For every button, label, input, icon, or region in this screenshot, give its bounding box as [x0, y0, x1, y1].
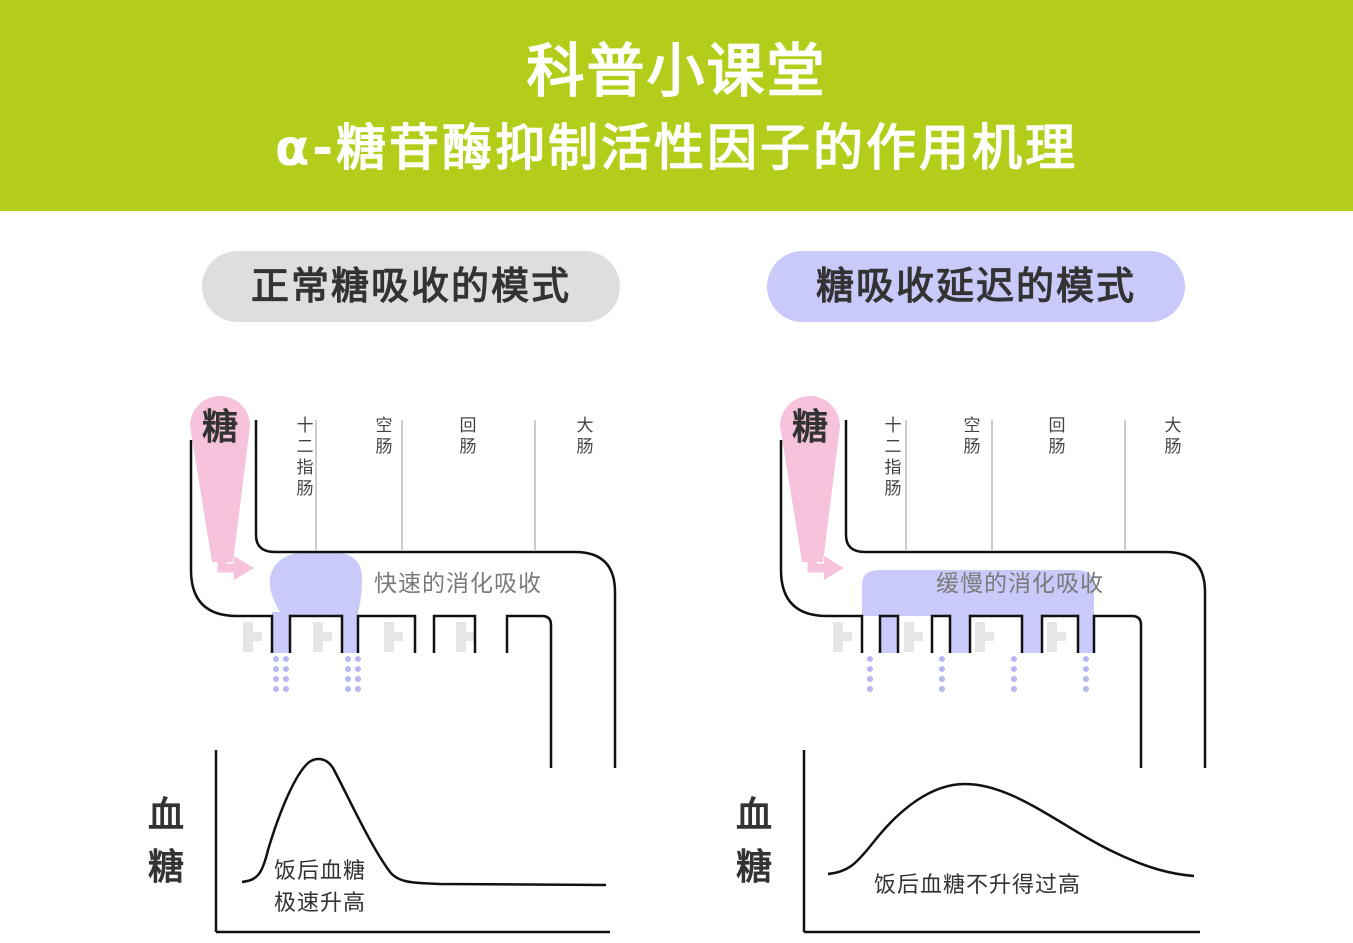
absorption-blob	[269, 552, 362, 653]
segment-jejunum: 空肠	[375, 416, 393, 457]
blood-sugar-curve	[241, 757, 607, 887]
y-axis-label: 血糖	[147, 795, 184, 888]
normal-absorption-panel: 糖 十二指肠 空肠 回肠 大肠 快速的消化吸收 血糖 饭后血糖 极速升高	[130, 380, 690, 943]
graph-axes	[802, 750, 1200, 934]
absorption-rate-text: 缓慢的消化吸收	[936, 571, 1104, 597]
delayed-mode-title: 糖吸收延迟的模式	[767, 251, 1185, 322]
delayed-absorption-panel: 糖 十二指肠 空肠 回肠 大肠 缓慢的消化吸收 血糖 饭后血糖不升得过高	[720, 380, 1280, 943]
curve-note: 饭后血糖 极速升高	[274, 859, 367, 916]
absorption-dots	[867, 656, 1089, 692]
segment-colon: 大肠	[1164, 416, 1182, 457]
normal-intestine-diagram	[189, 396, 617, 934]
segment-duodenum: 十二指肠	[296, 416, 314, 499]
sugar-label: 糖	[202, 407, 239, 448]
segment-colon: 大肠	[576, 416, 594, 457]
graph-axes	[214, 750, 610, 934]
curve-note: 饭后血糖不升得过高	[874, 873, 1082, 898]
segment-ileum: 回肠	[459, 416, 477, 457]
villi	[833, 622, 1066, 652]
delayed-intestine-diagram	[779, 396, 1207, 934]
segment-duodenum: 十二指肠	[884, 416, 902, 499]
sugar-drop	[190, 396, 250, 562]
absorption-dots	[273, 656, 361, 692]
normal-mode-title: 正常糖吸收的模式	[202, 251, 620, 322]
y-axis-label: 血糖	[735, 795, 772, 888]
absorption-blob	[862, 570, 1094, 653]
absorption-rate-text: 快速的消化吸收	[374, 571, 542, 597]
sugar-label: 糖	[792, 407, 829, 448]
segment-ileum: 回肠	[1048, 416, 1066, 457]
intestine-outline	[779, 420, 1207, 768]
intestine-outline	[189, 420, 617, 768]
blood-sugar-curve	[827, 782, 1195, 878]
sugar-drop	[780, 396, 840, 562]
segment-jejunum: 空肠	[963, 416, 981, 457]
header-banner: 科普小课堂 α-糖苷酶抑制活性因子的作用机理	[0, 0, 1353, 211]
page-title: 科普小课堂	[526, 37, 827, 105]
villi	[243, 622, 475, 652]
page-subtitle: α-糖苷酶抑制活性因子的作用机理	[274, 119, 1079, 177]
